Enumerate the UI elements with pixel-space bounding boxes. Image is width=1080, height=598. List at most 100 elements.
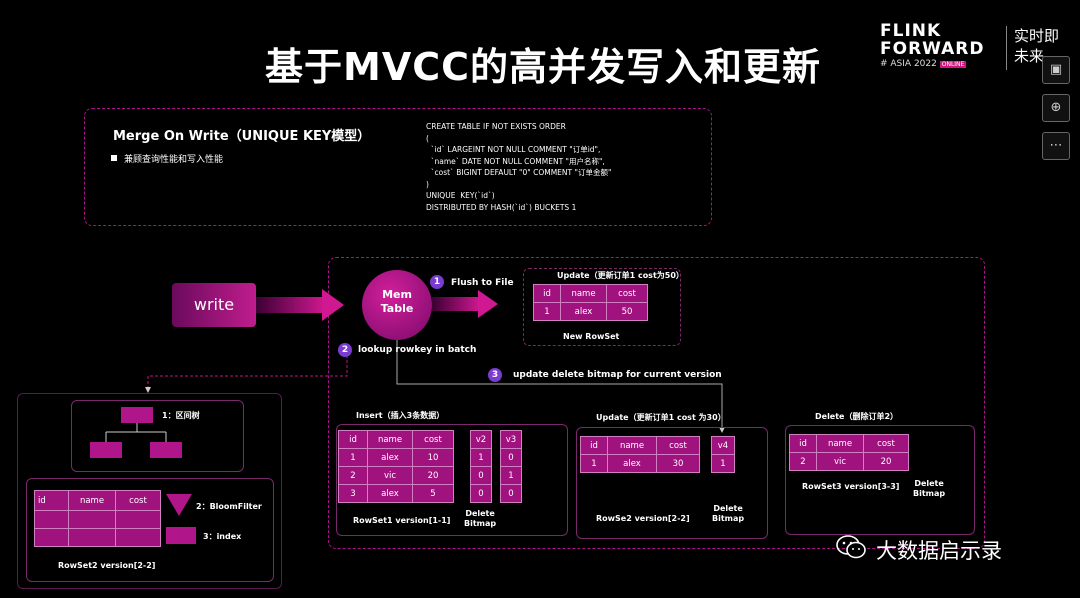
table-cell: name	[607, 436, 657, 455]
write-label: write	[193, 295, 235, 314]
tree-label: 1：区间树	[162, 411, 200, 420]
table-cell: cost	[863, 434, 909, 453]
table-row	[34, 528, 161, 547]
merge-heading: Merge On Write（UNIQUE KEY模型）	[113, 129, 371, 144]
table-cell	[115, 510, 161, 529]
rowset3-caption: RowSet3 version[3-3]	[802, 482, 900, 491]
table-cell: 10	[412, 448, 454, 467]
table-row: 0	[470, 466, 492, 485]
table-row: 1	[470, 448, 492, 467]
sql-line: `id` LARGEINT NOT NULL COMMENT "订单id",	[426, 145, 601, 154]
table-cell: cost	[606, 284, 648, 303]
table-row: v4	[711, 436, 735, 455]
table-row: id name cost	[580, 436, 700, 455]
tree-left-node	[90, 442, 122, 458]
tree-root-node	[121, 407, 153, 423]
table-cell: v3	[500, 430, 522, 449]
delete-bitmap-label: Delete Bitmap	[913, 479, 945, 499]
new-rowset-box	[523, 268, 681, 346]
table-row: id name cost	[789, 434, 909, 453]
sql-line: UNIQUE KEY(`id`)	[426, 191, 495, 200]
bitmap-v3: v3 0 1 0	[500, 430, 522, 503]
rowse2-table: id name cost 1 alex 30	[580, 436, 700, 473]
sql-line: `cost` BIGINT DEFAULT "0" COMMENT "订单金额"	[426, 168, 612, 177]
table-row: 0	[500, 448, 522, 467]
merge-on-write-box	[84, 108, 712, 226]
frame-icon[interactable]: ▣	[1042, 56, 1070, 84]
table-cell: cost	[115, 490, 161, 511]
table-cell: 1	[533, 302, 561, 321]
table-row: 0	[500, 484, 522, 503]
logo-online-badge: ONLINE	[939, 61, 967, 68]
table-cell: 1	[711, 454, 735, 473]
bitmap-line2: Bitmap	[913, 489, 946, 498]
sql-block: CREATE TABLE IF NOT EXISTS ORDER ( `id` …	[426, 121, 611, 213]
table-row: 0	[470, 484, 492, 503]
table-cell: cost	[656, 436, 700, 455]
table-row: id name cost	[34, 490, 161, 511]
table-cell: alex	[560, 302, 607, 321]
more-icon[interactable]: ⋯	[1042, 132, 1070, 160]
table-cell: v4	[711, 436, 735, 455]
logo-line3: # ASIA 2022	[880, 59, 937, 69]
table-cell: name	[816, 434, 864, 453]
table-cell: id	[34, 490, 69, 511]
logo-divider	[1006, 26, 1007, 70]
tree-box	[71, 400, 244, 472]
table-cell: vic	[816, 452, 864, 471]
update-mid-title: Update（更新订单1 cost 为30）	[596, 413, 726, 422]
merge-bullet: 兼顾查询性能和写入性能	[124, 155, 224, 165]
table-cell	[68, 510, 116, 529]
write-arrow-head	[322, 289, 344, 321]
table-cell: 0	[500, 448, 522, 467]
bitmap-v2: v2 1 0 0	[470, 430, 492, 503]
zoom-icon[interactable]: ⊕	[1042, 94, 1070, 122]
table-row: 1	[711, 454, 735, 473]
step-label: update delete bitmap for current version	[513, 370, 722, 380]
logo-cn-line2: 未来	[1014, 47, 1045, 65]
bitmap-line1: Delete	[465, 509, 495, 518]
table-row: 1 alex 30	[580, 454, 700, 473]
logo-cn: 实时即 未来	[1014, 26, 1059, 66]
step3-connector	[396, 340, 725, 433]
table-cell: id	[789, 434, 817, 453]
rowset2-table: id name cost	[34, 490, 161, 547]
table-row: v3	[500, 430, 522, 449]
table-cell: 1	[470, 448, 492, 467]
index-label: 3：index	[203, 532, 242, 541]
table-row: 1	[500, 466, 522, 485]
update-top-title: Update（更新订单1 cost为50）	[557, 271, 684, 280]
new-rowset-table: id name cost 1 alex 50	[533, 284, 648, 321]
table-cell	[34, 528, 69, 547]
step-label: lookup rowkey in batch	[358, 345, 477, 355]
table-cell: 1	[338, 448, 368, 467]
sql-line: DISTRIBUTED BY HASH(`id`) BUCKETS 1	[426, 202, 577, 212]
table-cell: 2	[338, 466, 368, 485]
bitmap-line2: Bitmap	[712, 514, 745, 523]
bullet-square-icon	[111, 155, 117, 161]
rowset1-table: id name cost 1 alex 10 2 vic 20 3 alex 5	[338, 430, 454, 503]
table-cell: 0	[500, 484, 522, 503]
table-row: id name cost	[338, 430, 454, 449]
table-cell	[34, 510, 69, 529]
bloomfilter-icon	[166, 494, 192, 516]
bloomfilter-label: 2：BloomFilter	[196, 502, 262, 511]
update-mid-box	[576, 427, 768, 539]
table-cell: name	[367, 430, 413, 449]
table-row: 1 alex 10	[338, 448, 454, 467]
mem-table-line2: Table	[380, 302, 414, 315]
write-source	[172, 283, 256, 327]
table-cell: 5	[412, 484, 454, 503]
bitmap-line1: Delete	[914, 479, 944, 488]
table-cell: alex	[367, 484, 413, 503]
insert-title: Insert（插入3条数据）	[356, 411, 445, 420]
table-row: 2 vic 20	[789, 452, 909, 471]
table-row: 3 alex 5	[338, 484, 454, 503]
storage-box	[328, 257, 985, 549]
sql-line: `name` DATE NOT NULL COMMENT "用户名称",	[426, 156, 605, 166]
table-row: 2 vic 20	[338, 466, 454, 485]
table-cell: 30	[656, 454, 700, 473]
table-cell: 3	[338, 484, 368, 503]
insert-bitmap-label: Delete Bitmap	[464, 509, 496, 529]
flink-forward-logo: FLINK FORWARD # ASIA 2022 ONLINE	[880, 22, 1000, 82]
